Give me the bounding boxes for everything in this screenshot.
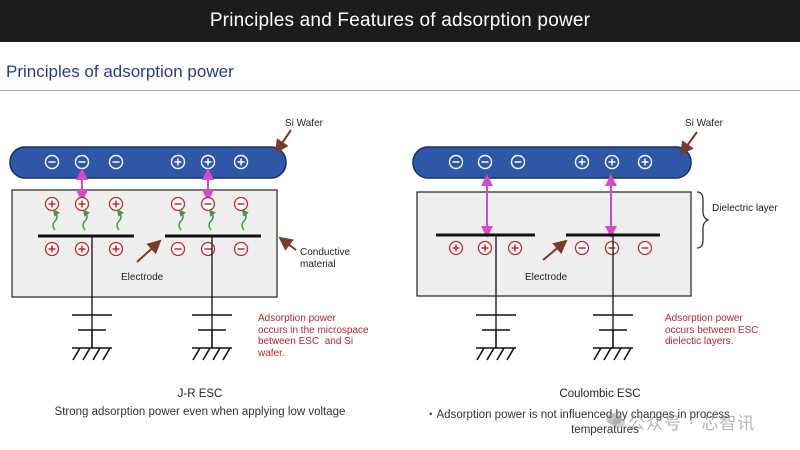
wechat-icon [606,413,625,428]
jr-lower-charges [44,241,249,257]
coulombic-caption-desc-line1: ・Adsorption power is not influenced by c… [425,409,730,421]
jr-wafer-pointer [274,129,292,154]
coulombic-caption-desc-line2: temperatures [571,424,639,436]
section-divider [0,90,800,91]
section-title: Principles of adsorption power [6,62,234,81]
jr-ground-left [72,314,112,361]
coulombic-caption-title: Coulombic ESC [559,388,641,400]
dielectric-layer-label: Dielectric layer [712,203,778,214]
jr-conductive-pointer [278,236,297,251]
coulombic-wafer-label: Si Wafer [685,118,723,129]
coulombic-ground-left [476,314,516,361]
header-title: Principles and Features of adsorption po… [209,10,591,31]
jr-electrode-label: Electrode [121,272,164,283]
jr-caption-desc: Strong adsorption power even when applyi… [54,406,346,418]
jr-ground-right [192,314,232,361]
coulombic-esc-diagram [412,131,710,361]
jr-caption-title: J-R ESC [177,388,223,400]
coulombic-wafer-pointer [679,131,698,156]
coulombic-electrode-charges [448,240,653,256]
jr-electrode-pointer [136,239,162,263]
jr-esc-diagram [9,129,297,361]
jr-upper-charges [44,196,249,212]
jr-charge-migration-arrows [52,209,249,231]
watermark-text: 公众号 · 芯智讯 [628,414,756,434]
coulombic-electrode-label: Electrode [525,272,568,283]
page-header: Principles and Features of adsorption po… [0,0,800,42]
dielectric-brace [696,191,710,249]
jr-wafer-label: Si Wafer [285,118,323,129]
jr-note: Adsorption power occurs in the microspac… [258,313,369,359]
coulombic-note: Adsorption power occurs between ESC diel… [665,313,759,347]
coulombic-si-wafer [412,146,692,179]
jr-conductive-label: Conductive material [300,247,351,270]
coulombic-ground-right [593,314,633,361]
coulombic-wafer-charges [448,154,653,170]
coulombic-electrode-pointer [542,239,568,261]
